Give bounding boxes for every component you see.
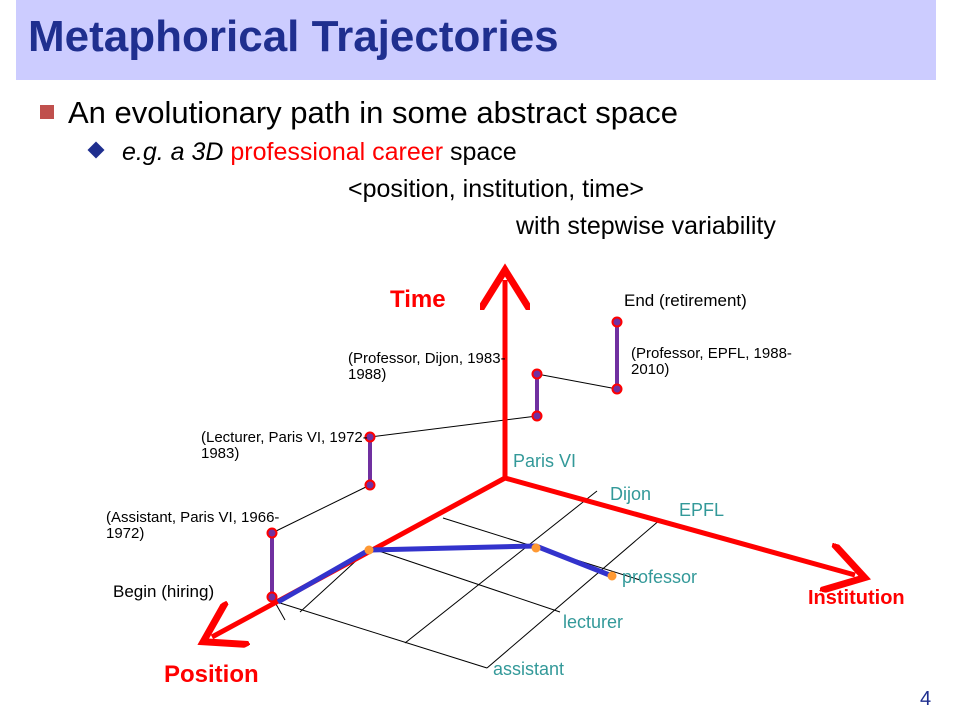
grid-line-assistant-row bbox=[279, 602, 488, 669]
institution-label-paris: Paris VI bbox=[513, 451, 576, 471]
endpoint bbox=[364, 479, 376, 491]
grid-line-mid-depth bbox=[404, 490, 598, 644]
connector-lecturer-dijon bbox=[369, 415, 538, 438]
bullet-2-line-4: with stepwise variability bbox=[516, 212, 776, 240]
stage-epfl-line1: (Professor, EPFL, 1988- bbox=[631, 345, 792, 362]
marker bbox=[607, 571, 617, 581]
trajectory-markers bbox=[364, 543, 617, 581]
position-label-assistant: assistant bbox=[493, 659, 564, 679]
endpoint bbox=[364, 431, 376, 443]
stage-assistant-line2: 1972) bbox=[106, 525, 144, 542]
marker bbox=[364, 545, 374, 555]
institution-axis bbox=[504, 475, 855, 575]
square-bullet-icon bbox=[40, 104, 54, 119]
endpoint bbox=[531, 368, 543, 380]
bullet-2: e.g. a 3D professional career space bbox=[87, 138, 517, 167]
institution-axis-label: Institution bbox=[808, 587, 905, 609]
grid-line-front-depth bbox=[486, 518, 662, 669]
time-axis-label: Time bbox=[390, 286, 446, 313]
position-label-lecturer: lecturer bbox=[563, 612, 623, 632]
position-axis-label: Position bbox=[164, 661, 259, 688]
title-bar bbox=[16, 0, 936, 80]
stage-dijon-line1: (Professor, Dijon, 1983- bbox=[348, 350, 506, 367]
bullet-2-prefix: e.g. a 3D bbox=[122, 138, 231, 166]
position-label-professor: professor bbox=[622, 567, 697, 587]
endpoint bbox=[611, 383, 623, 395]
endpoint bbox=[266, 591, 278, 603]
grid-line-lecturer-row bbox=[369, 547, 561, 613]
slide-title: Metaphorical Trajectories bbox=[28, 12, 559, 61]
endpoint bbox=[611, 316, 623, 328]
page-number: 4 bbox=[920, 688, 932, 710]
stage-assistant-line1: (Assistant, Paris VI, 1966- bbox=[106, 509, 279, 526]
stage-annotations: (Assistant, Paris VI, 1966- 1972) (Lectu… bbox=[106, 345, 792, 542]
stage-lecturer-line2: 1983) bbox=[201, 445, 239, 462]
bullet-1-text: An evolutionary path in some abstract sp… bbox=[68, 95, 679, 130]
segment-endpoints bbox=[266, 316, 623, 603]
endpoint bbox=[266, 527, 278, 539]
floor-grid bbox=[279, 490, 662, 669]
marker bbox=[531, 543, 541, 553]
institution-label-epfl: EPFL bbox=[679, 500, 724, 520]
stage-dijon-line2: 1988) bbox=[348, 366, 386, 383]
stage-connectors bbox=[271, 373, 618, 621]
bullet-2-highlight: professional career bbox=[230, 138, 444, 166]
bullet-1: An evolutionary path in some abstract sp… bbox=[40, 95, 678, 131]
end-label: End (retirement) bbox=[624, 291, 747, 310]
bullet-2-line-3: <position, institution, time> bbox=[348, 175, 644, 203]
begin-label: Begin (hiring) bbox=[113, 582, 214, 601]
bullet-2-suffix: space bbox=[443, 138, 517, 166]
stage-lecturer-line1: (Lecturer, Paris VI, 1972- bbox=[201, 429, 368, 446]
institution-label-dijon: Dijon bbox=[610, 484, 651, 504]
time-segments bbox=[270, 322, 619, 597]
endpoint bbox=[531, 410, 543, 422]
connector-dijon-epfl bbox=[536, 373, 618, 390]
career-trajectory bbox=[276, 543, 613, 605]
connector-assistant-lecturer bbox=[271, 484, 371, 534]
stage-epfl-line2: 2010) bbox=[631, 361, 669, 378]
